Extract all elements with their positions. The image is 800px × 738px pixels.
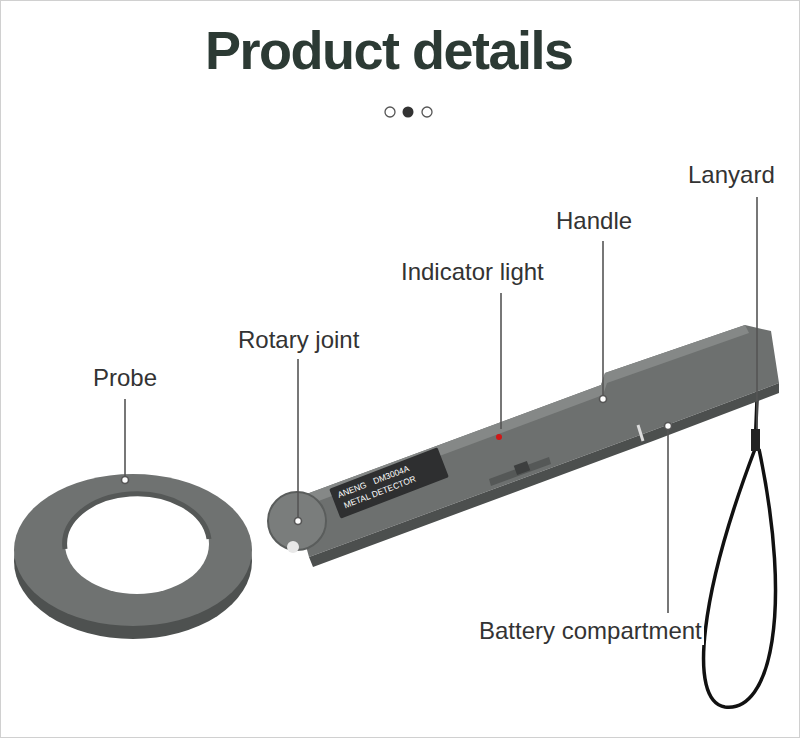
indicator-led [496,434,502,440]
slide-switch-track [489,457,551,486]
probe-ring [14,474,252,626]
carousel-dot [403,107,414,118]
leader-line [124,399,126,477]
lanyard-cord [704,399,776,707]
leader-dot [295,518,302,525]
part-label: Lanyard [686,161,777,189]
page-title: Product details [205,19,573,81]
leader-dot [122,477,129,484]
leader-line [297,359,299,518]
handle-highlight [293,325,749,509]
rotary-joint [268,492,326,550]
probe-inner-edge [65,494,209,549]
part-label: Indicator light [399,258,546,286]
handle-body [293,325,779,557]
leader-line [667,429,669,613]
slide-switch [514,461,531,475]
leader-dot [665,423,672,430]
leader-line [500,293,502,429]
probe-hole [65,494,209,594]
part-label: Rotary joint [236,326,361,354]
lanyard-clip [751,429,760,451]
carousel-dot [385,107,395,117]
leader-dot [600,396,607,403]
part-label: Handle [554,207,634,235]
leader-line [756,197,758,429]
leader-lines [122,197,758,613]
part-label: Probe [91,364,159,392]
battery-cover-seam [638,425,643,441]
carousel-dot [422,107,432,117]
leader-line [602,241,604,396]
part-label: Battery compartment [477,617,704,645]
joint-screw [287,541,299,553]
